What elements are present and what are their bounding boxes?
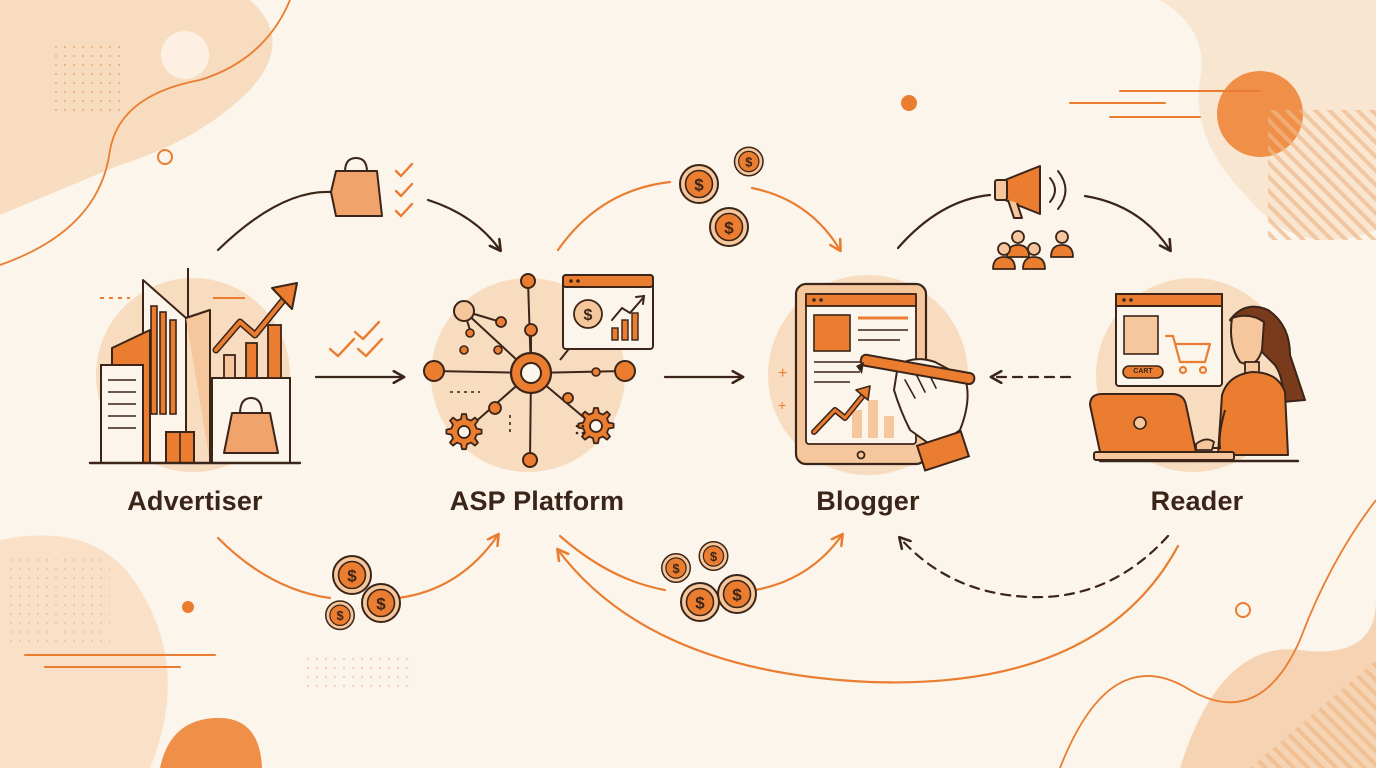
reader-person-icon bbox=[1195, 305, 1306, 456]
megaphone-icon bbox=[994, 165, 1067, 219]
flow-arrows bbox=[216, 180, 1180, 684]
asp-platform-label: ASP Platform bbox=[449, 486, 625, 516]
arrow-reader-to-blogger-click bbox=[900, 534, 1170, 599]
cart-button[interactable] bbox=[1122, 365, 1164, 379]
shopping-bag-icon bbox=[330, 156, 383, 217]
arrow-asp-reward-out bbox=[556, 180, 672, 252]
dollar-coin-icon bbox=[661, 553, 691, 583]
arrow-reader-to-asp-conversion bbox=[558, 544, 1180, 684]
arrow-asp-to-blogger-reward bbox=[750, 186, 840, 250]
dollar-coin-icon bbox=[733, 146, 764, 177]
dollar-coin-icon bbox=[325, 600, 355, 631]
advertiser-label: Advertiser bbox=[127, 486, 263, 516]
dollar-coin-icon bbox=[680, 582, 720, 622]
checkmark-icon bbox=[394, 162, 414, 218]
arrow-blogger-promotion-out bbox=[896, 193, 992, 250]
arrow-blogger-to-reader-promotion bbox=[1083, 194, 1170, 250]
arrow-advertiser-to-asp-order bbox=[426, 198, 500, 250]
advertiser-illustration bbox=[88, 268, 302, 465]
checkmark-icon bbox=[328, 320, 384, 358]
arrow-advertiser-payment-out bbox=[216, 536, 332, 600]
svg-text:+: + bbox=[778, 365, 787, 382]
arrow-advertiser-request-in bbox=[216, 190, 332, 252]
svg-text:+: + bbox=[778, 397, 786, 413]
dollar-coin-icon bbox=[332, 555, 372, 595]
reader-illustration bbox=[1089, 293, 1306, 463]
analytics-window-icon: $ bbox=[562, 274, 654, 350]
writing-hand-icon bbox=[856, 353, 976, 472]
dollar-coin-icon bbox=[709, 207, 749, 247]
shopping-cart-icon bbox=[1164, 334, 1212, 375]
arrow-asp-to-blogger-payout bbox=[753, 535, 842, 592]
cart-button-label: CART bbox=[1133, 368, 1153, 375]
dollar-coin-icon bbox=[717, 574, 757, 614]
arrow-advertiser-to-asp-payment bbox=[396, 535, 498, 600]
gear-icon bbox=[445, 413, 483, 451]
arrow-blogger-payout-out bbox=[558, 534, 667, 592]
dollar-coin-icon bbox=[361, 583, 401, 623]
laptop-icon bbox=[1089, 393, 1235, 461]
blogger-illustration: + + bbox=[778, 282, 976, 472]
dollar-coin-icon bbox=[698, 541, 729, 571]
blogger-label: Blogger bbox=[816, 486, 920, 516]
dollar-coin-icon bbox=[679, 164, 719, 204]
asp-platform-illustration: $ bbox=[423, 273, 654, 468]
reader-label: Reader bbox=[1150, 486, 1244, 516]
svg-text:$: $ bbox=[584, 307, 593, 324]
people-icon bbox=[992, 230, 1074, 270]
